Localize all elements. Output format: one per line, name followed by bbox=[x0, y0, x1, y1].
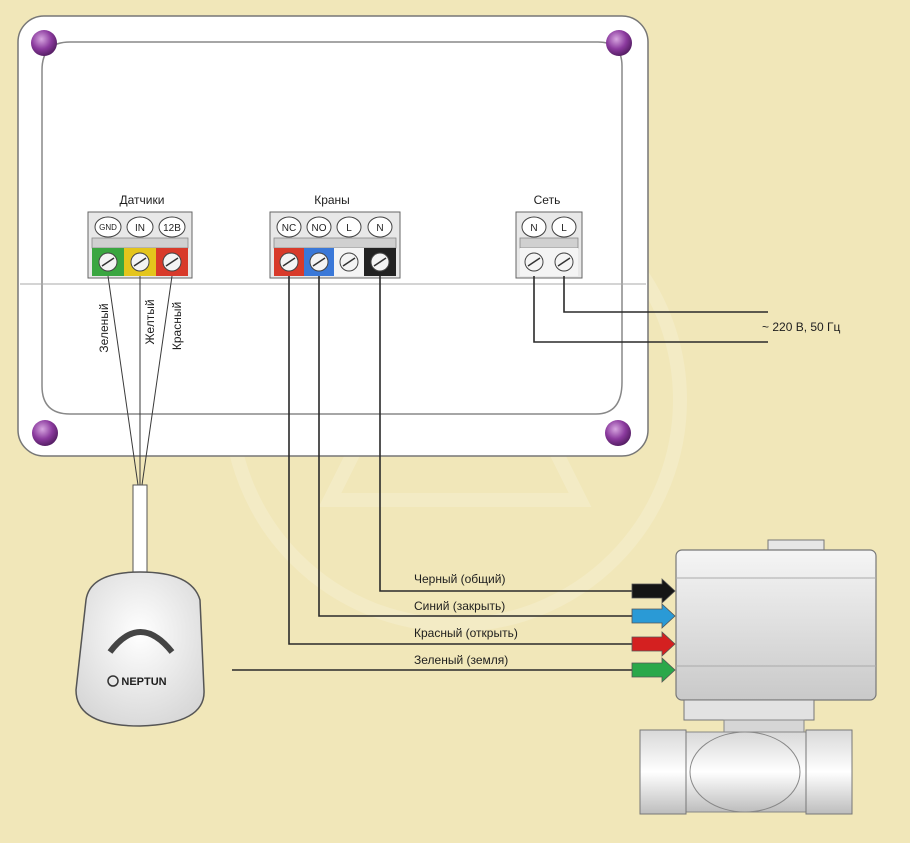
valve-wire-arrows bbox=[631, 578, 676, 683]
sensor-logo-icon bbox=[107, 675, 119, 687]
screw-bottom-left bbox=[32, 420, 58, 446]
arrow-blue bbox=[631, 603, 676, 629]
screw-top-right bbox=[606, 30, 632, 56]
motorized-valve bbox=[639, 539, 877, 815]
network-terminal-block: N L bbox=[515, 211, 583, 279]
arrow-black bbox=[631, 578, 676, 604]
sensor-terminal-screws bbox=[98, 252, 182, 272]
valve-terminal-n: N bbox=[376, 223, 383, 234]
sensor-terminal-gnd: GND bbox=[99, 223, 117, 232]
corner-screws bbox=[31, 30, 632, 446]
network-terminal-l: L bbox=[561, 223, 567, 234]
valve-terminal-nc: NC bbox=[282, 223, 296, 234]
sensor-terminal-in: IN bbox=[135, 223, 145, 234]
valve-terminal-screws bbox=[279, 252, 390, 272]
arrow-red bbox=[631, 631, 676, 657]
mains-label: ~ 220 В, 50 Гц bbox=[762, 320, 841, 334]
valve-wires bbox=[232, 276, 632, 671]
label-network: Сеть bbox=[534, 193, 561, 207]
network-terminal-n: N bbox=[530, 223, 537, 234]
label-sensors: Датчики bbox=[120, 193, 165, 207]
screw-top-left bbox=[31, 30, 57, 56]
leak-sensor: NEPTUN bbox=[75, 571, 205, 727]
sensor-terminal-block: GND IN 12B bbox=[87, 211, 193, 279]
valve-wire-red-label: Красный (открыть) bbox=[414, 626, 518, 640]
sensor-terminal-12b: 12B bbox=[163, 223, 181, 234]
valve-terminal-l: L bbox=[346, 223, 352, 234]
valve-wire-blue-label: Синий (закрыть) bbox=[414, 599, 505, 613]
sensor-wire-green: Зеленый bbox=[97, 303, 111, 352]
sensor-wire-red: Красный bbox=[170, 302, 184, 350]
valve-terminal-no: NO bbox=[312, 223, 327, 234]
mains-wires bbox=[533, 276, 768, 343]
valve-wire-black-label: Черный (общий) bbox=[414, 572, 505, 586]
sensor-wire-yellow: Желтый bbox=[143, 299, 157, 344]
valve-wire-green-label: Зеленый (земля) bbox=[414, 653, 508, 667]
sensor-cable bbox=[132, 484, 148, 576]
valve-terminal-block: NC NO L N bbox=[269, 211, 401, 279]
arrow-green bbox=[631, 657, 676, 683]
label-valves: Краны bbox=[314, 193, 350, 207]
sensor-brand: NEPTUN bbox=[121, 676, 166, 688]
sensor-wires bbox=[107, 275, 173, 576]
screw-bottom-right bbox=[605, 420, 631, 446]
